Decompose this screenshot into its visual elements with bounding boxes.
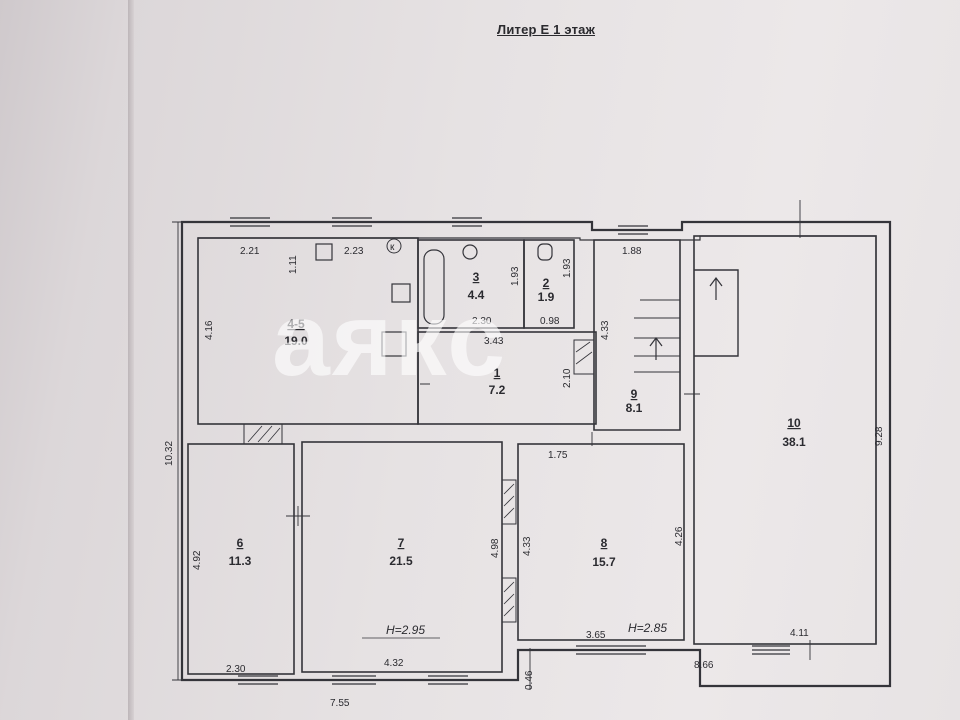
room-6-outline: [187, 443, 295, 675]
dimension-label: 2.30: [472, 316, 492, 327]
dimension-label: 7.55: [330, 698, 350, 709]
room-area-10: 38.1: [782, 435, 806, 449]
hatched-wall-4: [573, 339, 595, 375]
dimension-label: 1.11: [288, 255, 299, 274]
dimension-label: 9.28: [874, 426, 885, 446]
dimension-label: 1.93: [562, 258, 573, 278]
dimension-label: 4.32: [384, 658, 404, 669]
page-title: Литер Е 1 этаж: [497, 22, 596, 37]
room-area-9: 8.1: [626, 401, 643, 415]
kitchen-sink: [391, 283, 411, 303]
dimension-label: 2.23: [344, 246, 364, 257]
room-label-7: 7: [398, 536, 405, 550]
room-area-2: 1.9: [538, 290, 555, 304]
dimension-label: 3.43: [484, 336, 504, 347]
room-label-1: 1: [494, 366, 501, 380]
room-area-1: 7.2: [489, 383, 506, 397]
room-area-4-5: 19.0: [284, 334, 308, 348]
hatched-wall-2: [501, 479, 517, 525]
dimension-label: 1.75: [548, 450, 568, 461]
room-label-9: 9: [631, 387, 638, 401]
room-area-7: 21.5: [389, 554, 413, 568]
dimension-label: 3.65: [586, 630, 606, 641]
dimension-label: 1.93: [510, 266, 521, 286]
hatching: [247, 341, 593, 617]
binding-edge: [128, 0, 134, 720]
dimension-label: 4.11: [790, 628, 809, 639]
room-4-5-outline: [197, 237, 419, 425]
room-7-outline: [301, 441, 503, 673]
room-area-3: 4.4: [468, 288, 485, 302]
dimension-label: 4.26: [674, 526, 685, 546]
watermark: аякс: [272, 282, 508, 398]
dimension-label: 4.92: [192, 550, 203, 570]
dimension-label: 4.33: [600, 320, 611, 340]
stair-arrow-2: [649, 337, 663, 360]
room-label-6: 6: [237, 536, 244, 550]
kitchen-mark-circle: [386, 238, 402, 254]
room-label-10: 10: [787, 416, 801, 430]
room-label-8: 8: [601, 536, 608, 550]
kitchen-box: [315, 243, 333, 261]
ceiling-height-label: H=2.85: [628, 621, 667, 635]
dimension-label: 4.33: [522, 536, 533, 556]
stair-arrow: [709, 277, 723, 300]
stairs: [694, 269, 739, 357]
room-label-2: 2: [543, 276, 550, 290]
dimension-label: 8.66: [694, 660, 714, 671]
hatched-wall-3: [501, 577, 517, 623]
room-label-4-5: 4-5: [287, 317, 305, 331]
dimension-label: 10.32: [164, 441, 175, 466]
room-8-outline: [517, 443, 685, 641]
bathtub: [423, 249, 445, 325]
dimension-label: 4.98: [490, 538, 501, 558]
dimension-label: 2.30: [226, 664, 246, 675]
ceiling-height-label: H=2.95: [386, 623, 425, 637]
sink: [462, 244, 478, 260]
dimension-label: 2.21: [240, 246, 260, 257]
stairs-inner: [634, 299, 680, 373]
toilet: [537, 243, 553, 261]
room-label-3: 3: [473, 270, 480, 284]
room-1-outline: [417, 331, 597, 425]
room-2-outline: [523, 239, 575, 329]
kitchen-mark: к: [390, 242, 395, 253]
dimension-label: 0.98: [540, 316, 560, 327]
room-area-6: 11.3: [229, 554, 252, 568]
room-area-8: 15.7: [592, 555, 616, 569]
hatched-wall-1: [243, 423, 283, 445]
dimension-label: 2.10: [562, 368, 573, 388]
stove: [381, 331, 407, 357]
dimension-label: 4.16: [204, 320, 215, 340]
dimension-label: 0.46: [524, 670, 535, 690]
windows: [230, 217, 790, 685]
dimension-label: 1.88: [622, 246, 642, 257]
dimension-lines: [172, 200, 891, 690]
room-10-outline: [693, 235, 877, 645]
